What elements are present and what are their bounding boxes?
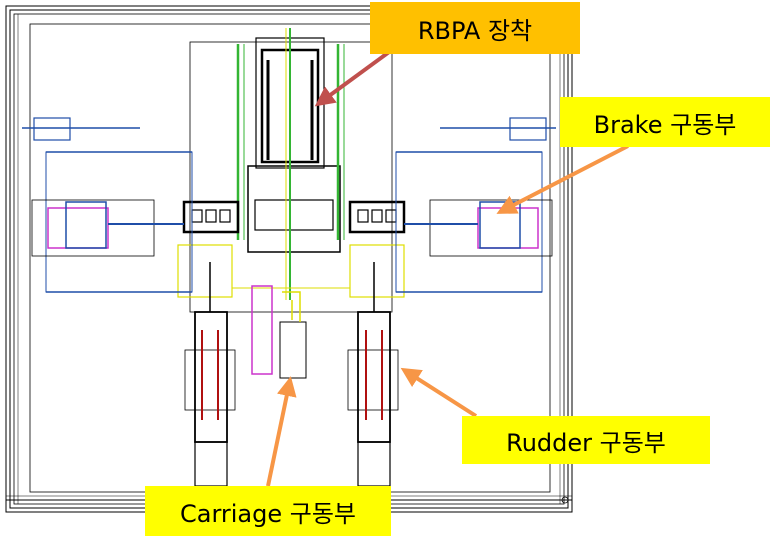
callout-rudder-text: Rudder 구동부: [506, 428, 666, 457]
wheel-blocks: [182, 200, 406, 234]
carriage-drive: [251, 285, 307, 379]
callout-brake-drive: Brake 구동부: [560, 97, 770, 147]
callout-rbpa-text: RBPA 장착: [417, 16, 533, 45]
callout-arrows: [266, 42, 629, 487]
left-rudder-actuator: [184, 262, 236, 487]
callout-carriage-drive: Carriage 구동부: [145, 486, 391, 536]
callout-rbpa-mount: RBPA 장착: [370, 2, 580, 54]
right-brake-assembly: [395, 117, 556, 293]
callout-rudder-drive: Rudder 구동부: [462, 416, 710, 464]
callout-brake-text: Brake 구동부: [593, 110, 737, 139]
callout-carriage-text: Carriage 구동부: [179, 499, 357, 528]
right-rudder-actuator: [347, 262, 399, 487]
left-brake-assembly: [22, 117, 193, 293]
center-column: [177, 28, 405, 313]
